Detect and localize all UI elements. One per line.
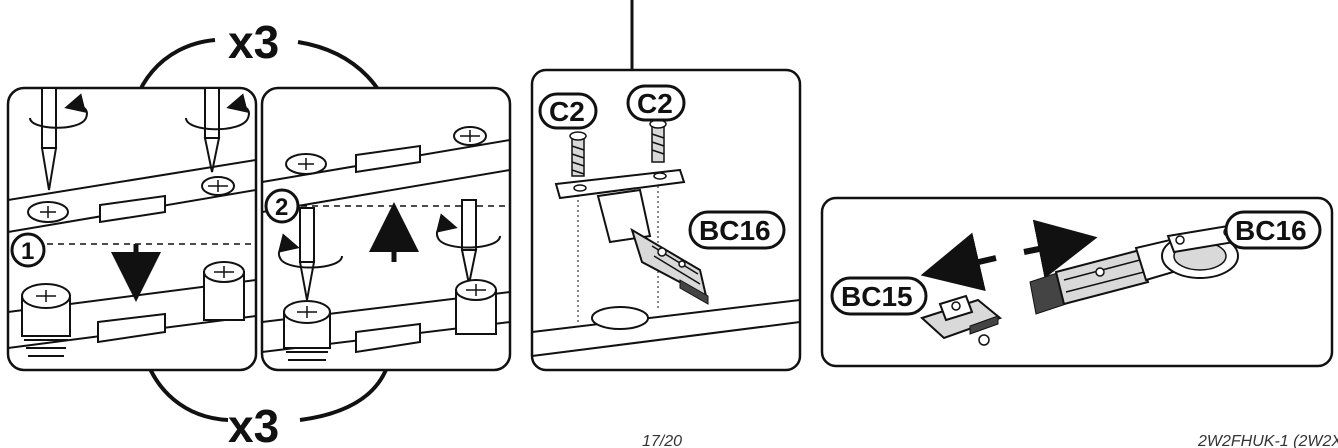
step-middle-panel: C2 C2 BC16 xyxy=(532,0,800,370)
hinge-cup-hole xyxy=(592,307,648,329)
repeat-count-bottom: x3 xyxy=(228,400,279,448)
step-marker-2-label: 2 xyxy=(275,194,288,221)
cam-lock-bottom xyxy=(284,301,330,360)
step-left-group: x3 x3 xyxy=(8,16,510,448)
panel-2: 2 xyxy=(262,88,510,370)
dowel-bottom xyxy=(204,262,244,320)
screw-c2-right xyxy=(650,120,666,162)
document-code: 2W2FHUK-1 (2W2X xyxy=(1197,433,1338,448)
step-marker-1-label: 1 xyxy=(21,238,34,265)
label-bc16: BC16 xyxy=(699,215,771,246)
repeat-count-top: x3 xyxy=(228,16,279,68)
dowel-bottom xyxy=(456,280,496,334)
label-c2-left: C2 xyxy=(549,96,585,127)
page-number: 17/20 xyxy=(642,433,682,448)
label-c2-right: C2 xyxy=(637,88,673,119)
step-right-panel: BC16 BC15 xyxy=(822,198,1332,366)
screw-c2-left xyxy=(570,132,586,176)
label-bc15: BC15 xyxy=(841,281,913,312)
panel-1: 1 xyxy=(8,88,256,370)
label-bc16-right: BC16 xyxy=(1235,215,1307,246)
